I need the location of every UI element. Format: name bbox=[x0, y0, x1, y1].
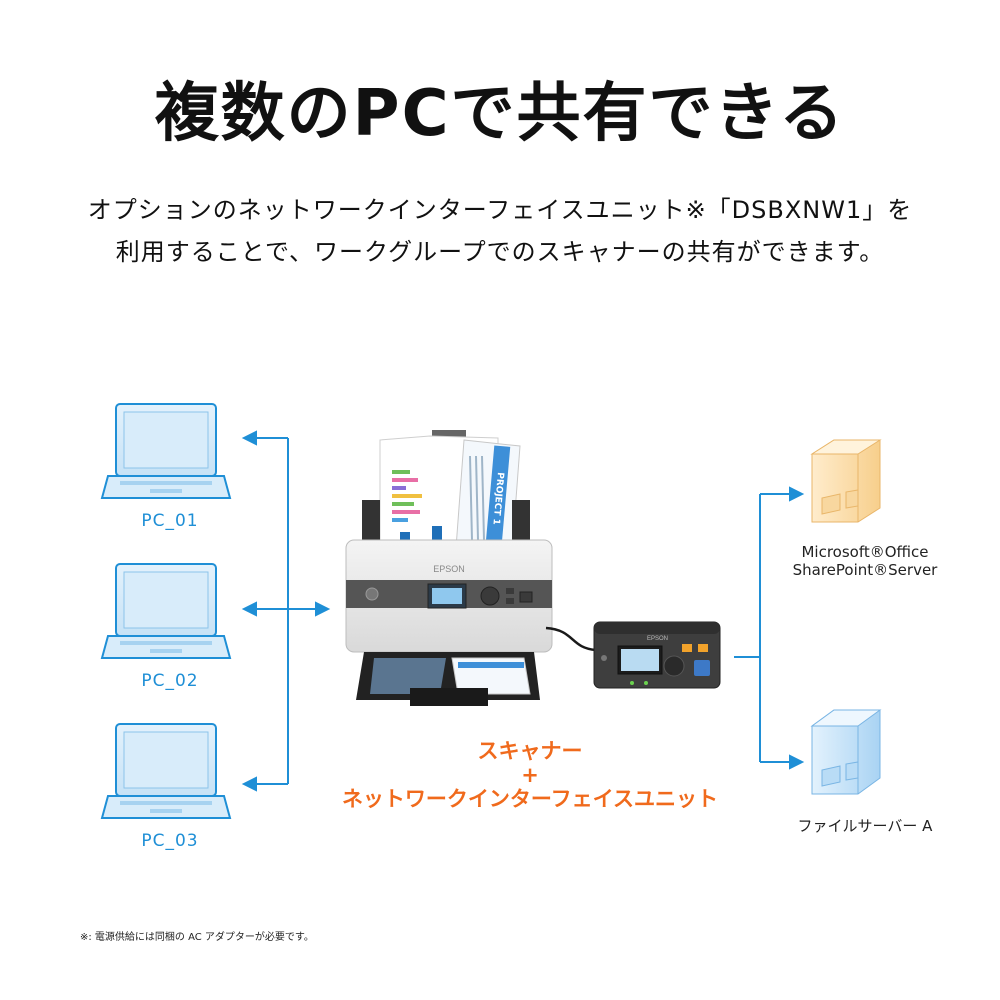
server-label-line-2: SharePoint®Server bbox=[770, 561, 960, 579]
pc-label-01: PC_01 bbox=[110, 511, 230, 531]
scanner-brand: EPSON bbox=[433, 564, 465, 574]
start-button-icon bbox=[694, 660, 710, 676]
arrow-icon bbox=[244, 603, 256, 615]
scanner-illustration: PROJECT 1 EPSON bbox=[346, 430, 552, 706]
server-label-file-server: ファイルサーバー A bbox=[770, 817, 960, 835]
device-label-plus: + bbox=[300, 762, 760, 788]
server-label-line-1: Microsoft®Office bbox=[770, 543, 960, 561]
laptop-icon-pc-02 bbox=[102, 564, 230, 658]
arrow-icon bbox=[790, 756, 802, 768]
power-icon bbox=[366, 588, 378, 600]
arrow-icon bbox=[244, 432, 256, 444]
unit-brand: EPSON bbox=[647, 636, 668, 642]
cable bbox=[546, 628, 596, 650]
device-label-unit: ネットワークインターフェイスユニット bbox=[300, 786, 760, 812]
pc-label-03: PC_03 bbox=[110, 831, 230, 851]
arrow-icon bbox=[244, 778, 256, 790]
network-interface-unit: EPSON bbox=[594, 622, 720, 688]
right-connector bbox=[734, 488, 802, 768]
pc-label-02: PC_02 bbox=[110, 671, 230, 691]
laptop-icon-pc-03 bbox=[102, 724, 230, 818]
laptop-icon-pc-01 bbox=[102, 404, 230, 498]
arrow-icon bbox=[316, 603, 328, 615]
footnote: ※: 電源供給には同梱の AC アダプターが必要です。 bbox=[80, 928, 314, 943]
left-connector bbox=[244, 432, 328, 790]
server-icon-file-server bbox=[812, 710, 880, 794]
server-icon-sharepoint bbox=[812, 440, 880, 522]
server-label-sharepoint: Microsoft®Office SharePoint®Server bbox=[770, 543, 960, 579]
dpad-icon bbox=[481, 587, 499, 605]
dpad-icon bbox=[664, 656, 684, 676]
arrow-icon bbox=[790, 488, 802, 500]
device-label-scanner: スキャナー bbox=[300, 738, 760, 764]
